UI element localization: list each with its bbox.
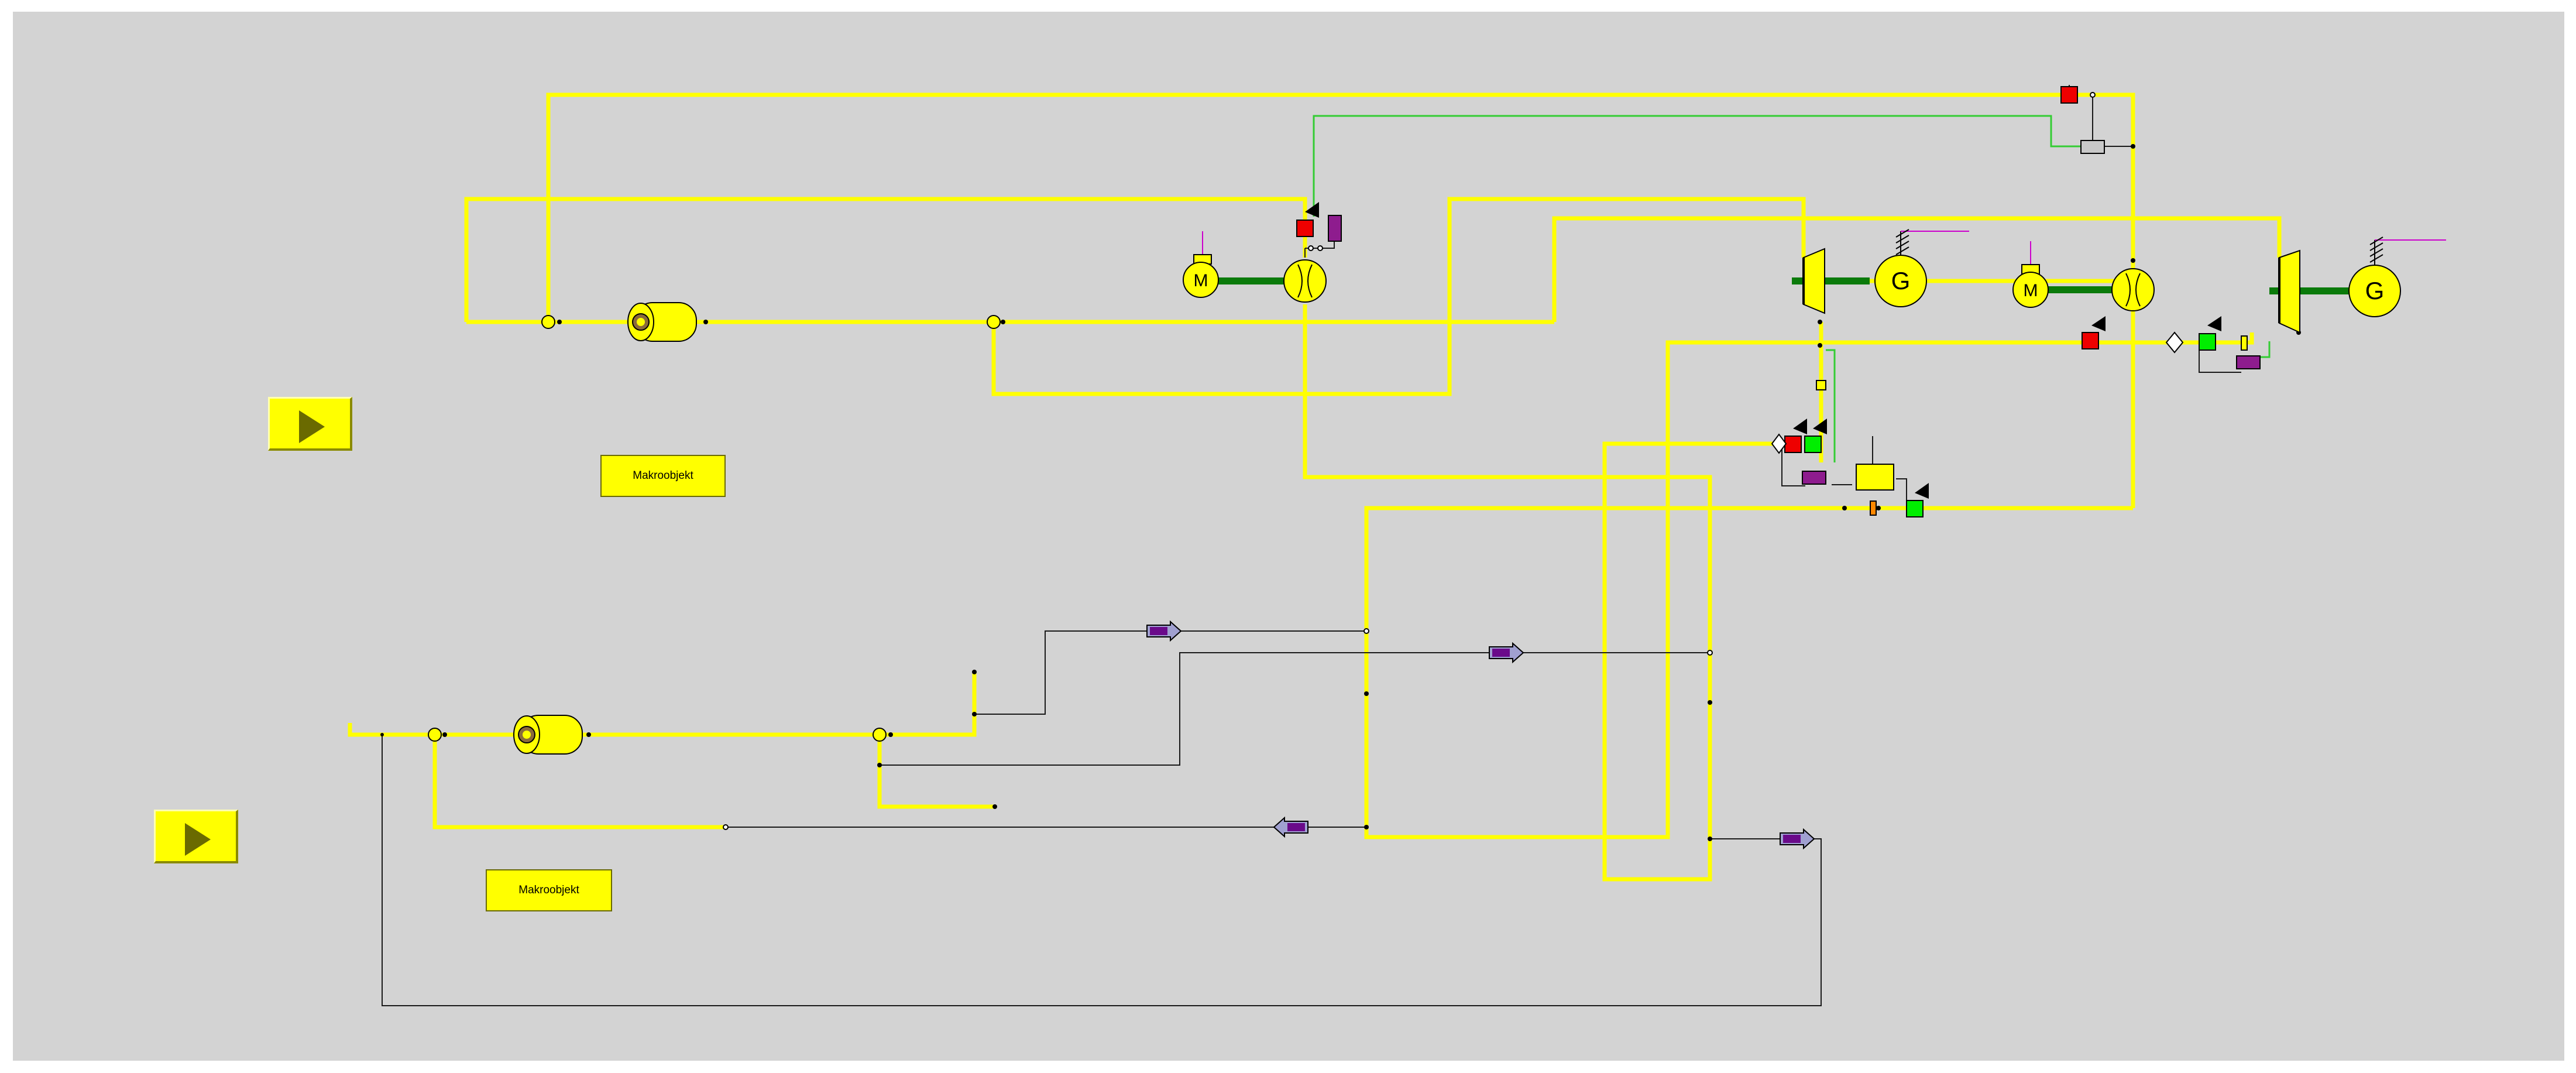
pump-2[interactable]	[1489, 642, 1524, 664]
flag-icon-4	[1813, 419, 1827, 434]
play-icon	[185, 823, 211, 856]
red-controller-3	[2082, 332, 2099, 349]
play-button-lower[interactable]	[154, 810, 238, 863]
flag-icon-1	[1305, 202, 1319, 218]
green-controller-1	[1804, 436, 1822, 453]
red-controller-2	[2060, 86, 2078, 104]
diamond-valve-1	[1771, 433, 1787, 454]
turbine-2[interactable]	[2278, 249, 2300, 334]
pump-1[interactable]	[1146, 620, 1182, 642]
red-controller-4	[1784, 436, 1802, 453]
green-controller-2	[1906, 500, 1924, 517]
compressor-1[interactable]	[1283, 259, 1327, 303]
flag-icon-3	[1793, 419, 1807, 434]
purple-sensor-3	[2236, 355, 2261, 369]
diamond-valves[interactable]	[1771, 331, 2184, 454]
flag-icon-6	[2207, 316, 2221, 331]
purple-sensor-1	[1328, 215, 1342, 242]
red-controllers[interactable]	[1296, 86, 2099, 453]
open-nodes	[723, 92, 2096, 830]
mixer-node-2[interactable]	[987, 315, 1001, 329]
mixer-node-4[interactable]	[873, 728, 887, 742]
flag-icon-2	[2091, 316, 2106, 331]
play-icon	[299, 410, 325, 443]
green-controllers[interactable]	[1804, 333, 2216, 517]
tank-cylinder-upper[interactable]	[627, 302, 697, 342]
turbine-1[interactable]	[1802, 248, 1825, 314]
motor-2-label: M	[2024, 281, 2038, 300]
signal-lines	[1313, 115, 2271, 462]
macro-object-upper-label: Makroobjekt	[633, 469, 693, 482]
macro-object-lower-label: Makroobjekt	[518, 884, 579, 896]
diagram-background	[13, 12, 2564, 1061]
generator-1-label: G	[1891, 267, 1911, 294]
motor-1[interactable]: M	[1183, 231, 1219, 298]
mixer-node-1[interactable]	[541, 315, 555, 329]
tank-cylinder-lower[interactable]	[513, 715, 583, 755]
mixer-node-3[interactable]	[428, 728, 442, 742]
flag-icons	[1305, 202, 2221, 499]
macro-object-lower[interactable]: Makroobjekt	[486, 869, 612, 911]
compressor-2[interactable]	[2111, 268, 2155, 311]
diamond-valve-2	[2165, 331, 2184, 354]
pump-4[interactable]	[1780, 828, 1815, 850]
combustion-chamber[interactable]	[1856, 464, 1894, 491]
orifice-plates	[1816, 335, 2248, 516]
generator-2-label: G	[2365, 277, 2385, 304]
flag-icon-5	[1915, 483, 1929, 499]
pump-3[interactable]	[1273, 816, 1308, 838]
purple-sensor-2	[1802, 471, 1826, 485]
motor-2[interactable]: M	[2012, 241, 2049, 308]
red-controller-1	[1296, 220, 1314, 237]
generator-1[interactable]: G	[1874, 229, 1969, 307]
generator-2[interactable]: G	[2348, 236, 2446, 317]
play-button-upper[interactable]	[268, 397, 352, 451]
green-controller-3	[2199, 333, 2216, 351]
motor-1-label: M	[1194, 271, 1208, 290]
grey-transmitter-box[interactable]	[2080, 140, 2105, 154]
macro-object-upper[interactable]: Makroobjekt	[600, 455, 726, 497]
purple-sensors[interactable]	[1328, 215, 2261, 485]
